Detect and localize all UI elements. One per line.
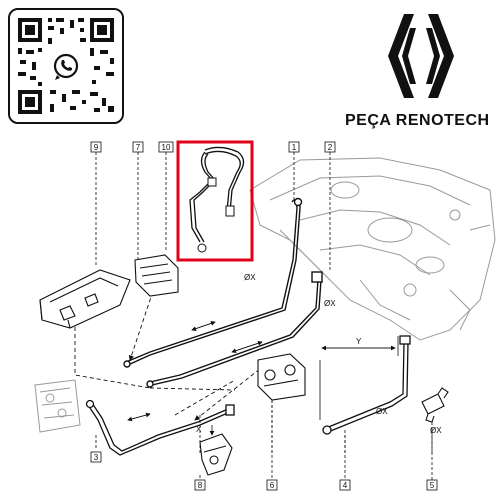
whatsapp-icon bbox=[51, 51, 81, 81]
part-5-fitting bbox=[421, 387, 449, 423]
dimension-label-x-c: X bbox=[196, 425, 202, 434]
callout-8: 8 bbox=[198, 481, 203, 490]
callout-1: 1 bbox=[292, 143, 297, 152]
part-4-rigid-pipe bbox=[322, 335, 411, 435]
parts-diagram: ØX ØX X ØX ØX Y 9 7 10 1 2 3 8 6 4 5 bbox=[34, 140, 496, 491]
dimension-label-x-d: ØX bbox=[376, 407, 388, 416]
qr-pattern bbox=[10, 10, 122, 122]
callout-9: 9 bbox=[94, 143, 99, 152]
callout-3: 3 bbox=[94, 453, 99, 462]
callout-5: 5 bbox=[430, 481, 435, 490]
part-2-pipe bbox=[146, 271, 323, 388]
callout-6: 6 bbox=[270, 481, 275, 490]
dimension-label-y: Y bbox=[356, 337, 362, 346]
dimension-label-x-a: ØX bbox=[244, 273, 256, 282]
callout-10: 10 bbox=[162, 143, 171, 152]
callout-4: 4 bbox=[343, 481, 348, 490]
qr-code bbox=[8, 8, 124, 124]
part-8-bracket bbox=[199, 433, 233, 476]
part-1-pipe bbox=[123, 197, 303, 368]
part-3-pipe bbox=[85, 399, 235, 456]
part-9-bracket bbox=[39, 269, 131, 329]
part-10-highlighted-pipe bbox=[176, 140, 254, 262]
part-6-clip bbox=[257, 353, 306, 401]
dimension-label-x-e: ØX bbox=[430, 426, 442, 435]
highlight-box bbox=[176, 140, 254, 262]
engine-sketch bbox=[249, 157, 496, 341]
left-bracket-sketch bbox=[34, 379, 81, 433]
callout-2: 2 bbox=[328, 143, 333, 152]
brand-name: PEÇA RENOTECH bbox=[345, 112, 490, 129]
callout-7: 7 bbox=[136, 143, 141, 152]
dimension-label-x-b: ØX bbox=[324, 299, 336, 308]
part-7-clip bbox=[134, 254, 179, 297]
renault-logo bbox=[388, 14, 454, 98]
